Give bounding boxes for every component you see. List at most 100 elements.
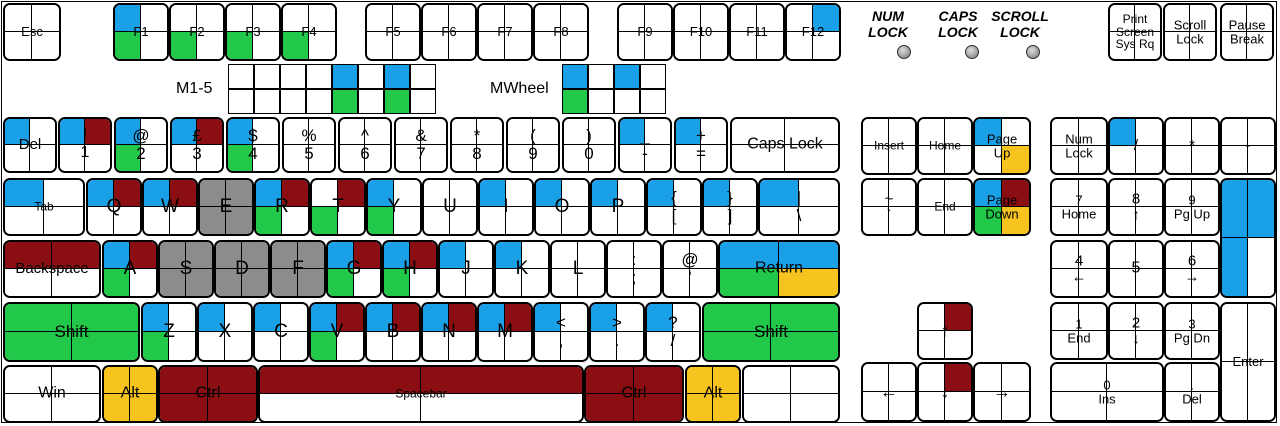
key-quadrant xyxy=(396,145,421,171)
key-quadrant xyxy=(1135,32,1160,59)
key-quadrant xyxy=(505,304,531,332)
key-quadrant xyxy=(620,119,645,145)
key-quadrant xyxy=(731,32,757,59)
key-quadrant xyxy=(586,367,634,394)
key-quadrant xyxy=(1079,119,1106,146)
key-quadrant xyxy=(144,180,170,207)
key-quadrant xyxy=(1136,146,1162,173)
key-quadrant xyxy=(311,304,337,332)
key-quadrant xyxy=(141,145,166,171)
key-quadrant xyxy=(578,242,604,269)
key-quadrant xyxy=(919,364,945,392)
key-quadrant xyxy=(282,207,308,234)
key-quadrant xyxy=(791,367,838,394)
key-quadrant xyxy=(186,242,212,269)
key-quadrant xyxy=(1222,32,1247,59)
key-quadrant xyxy=(393,332,419,360)
key-num4: 4 ← xyxy=(1050,240,1108,298)
key-quadrant xyxy=(160,394,208,421)
key-quadrant xyxy=(1135,5,1160,32)
key-quadrant xyxy=(552,269,578,296)
key-quadrant xyxy=(535,304,561,332)
key-quadrant xyxy=(522,242,548,269)
key-quadrant xyxy=(675,32,701,59)
key-quadrant xyxy=(256,207,282,234)
key-quadrant xyxy=(592,180,618,207)
key-quadrant xyxy=(505,332,531,360)
key-quadrant xyxy=(1165,5,1190,32)
key-quadrant xyxy=(945,146,971,173)
mouse-grid-cell xyxy=(332,64,358,89)
key-k6: ^ 6 xyxy=(338,117,392,173)
key-quadrant xyxy=(561,304,587,332)
key-quadrant xyxy=(1222,146,1248,173)
key-quote: @ ' xyxy=(662,240,718,298)
key-quadrant xyxy=(975,364,1002,392)
key-num5: 5 xyxy=(1108,240,1164,298)
mouse-wheel-label: MWheel xyxy=(490,80,549,97)
key-quadrant xyxy=(255,304,281,332)
key-del: Del xyxy=(3,117,57,173)
key-quadrant xyxy=(284,145,309,171)
key-quadrant xyxy=(533,145,558,171)
key-quadrant xyxy=(1247,5,1272,32)
key-quadrant xyxy=(1079,269,1106,296)
key-u: U xyxy=(422,178,478,236)
key-quadrant xyxy=(730,207,756,234)
key-quadrant xyxy=(1107,364,1162,392)
key-quadrant xyxy=(393,32,419,59)
key-quadrant xyxy=(199,332,225,360)
key-quadrant xyxy=(1192,242,1218,269)
key-quadrant xyxy=(130,394,156,421)
key-quadrant xyxy=(170,207,196,234)
key-quadrant xyxy=(450,207,476,234)
key-quadrant xyxy=(5,269,52,296)
key-quadrant xyxy=(298,269,324,296)
key-quadrant xyxy=(863,364,889,392)
key-l: L xyxy=(550,240,606,298)
key-q: Q xyxy=(86,178,142,236)
key-quadrant xyxy=(242,242,268,269)
key-quadrant xyxy=(690,269,716,296)
key-quadrant xyxy=(863,119,889,146)
key-quadrant xyxy=(424,180,450,207)
key-a: A xyxy=(102,240,158,298)
key-quadrant xyxy=(1110,180,1136,207)
key-quadrant xyxy=(645,145,670,171)
key-quadrant xyxy=(421,145,446,171)
key-quadrant xyxy=(701,145,726,171)
key-up: ↑ xyxy=(917,302,973,360)
key-quadrant xyxy=(713,367,739,394)
key-n: N xyxy=(421,302,477,362)
key-k: K xyxy=(494,240,550,298)
key-quadrant xyxy=(44,207,83,234)
key-quadrant xyxy=(1166,180,1192,207)
key-quadrant xyxy=(186,269,212,296)
key-quadrant xyxy=(505,5,531,32)
key-quadrant xyxy=(1110,146,1136,173)
key-d: D xyxy=(214,240,270,298)
key-quadrant xyxy=(634,242,660,269)
key-quadrant xyxy=(664,269,690,296)
key-quadrant xyxy=(1052,331,1079,358)
key-quadrant xyxy=(160,269,186,296)
key-m: M xyxy=(477,302,533,362)
key-quadrant xyxy=(1052,269,1079,296)
mouse-grid-cell xyxy=(280,89,306,114)
key-quadrant xyxy=(732,119,785,145)
key-quadrant xyxy=(791,394,838,421)
key-quadrant xyxy=(1166,304,1192,331)
key-quadrant xyxy=(664,242,690,269)
key-quadrant xyxy=(1166,269,1192,296)
key-quadrant xyxy=(1248,180,1274,238)
key-quadrant xyxy=(1136,119,1162,146)
key-quadrant xyxy=(5,332,72,360)
key-quadrant xyxy=(508,145,533,171)
key-quadrant xyxy=(225,304,251,332)
key-quadrant xyxy=(367,32,393,59)
key-quadrant xyxy=(228,119,253,145)
key-quadrant xyxy=(340,119,365,145)
key-quadrant xyxy=(52,269,99,296)
key-menu xyxy=(742,365,840,423)
key-quadrant xyxy=(1136,242,1162,269)
